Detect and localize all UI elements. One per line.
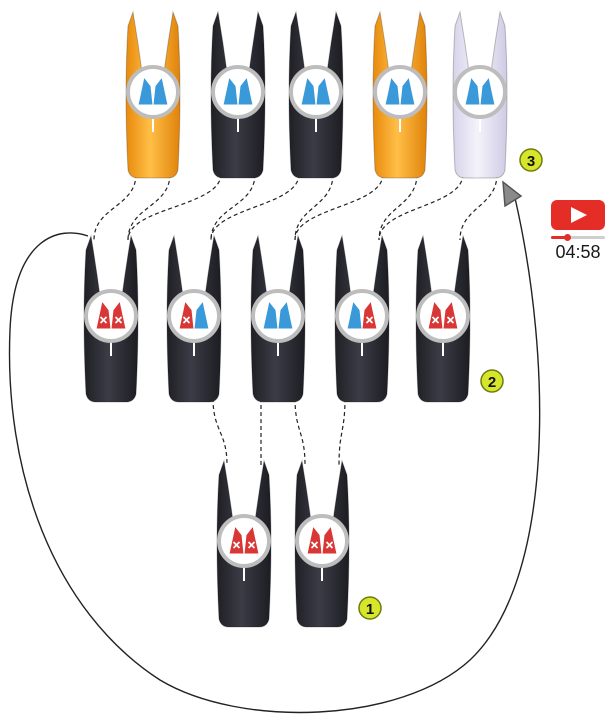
bad-right-half-icon [243, 524, 260, 555]
pin-row2-5 [415, 234, 471, 403]
connection-lines [93, 173, 498, 466]
pin-row2-2 [166, 234, 222, 403]
step-badge-2: 2 [480, 369, 504, 393]
pin-row1-2-status-badge [211, 65, 265, 119]
good-right-half-icon [237, 75, 254, 106]
pin-row1-4 [372, 10, 428, 179]
step-badge-1-label: 1 [366, 601, 374, 618]
pin-row1-4-status-badge [373, 65, 427, 119]
pin-row3-1-status-badge [217, 514, 271, 568]
pin-row2-3 [250, 234, 306, 403]
video-progress-knob[interactable] [564, 234, 572, 241]
good-left-half-icon [384, 75, 401, 106]
pin-row1-5 [452, 10, 508, 179]
pin-row1-1-status-badge [126, 65, 180, 119]
bad-left-half-icon [306, 524, 323, 555]
good-right-half-icon [399, 75, 416, 106]
pin-row1-3-status-badge [289, 65, 343, 119]
video-progress-bar[interactable] [551, 234, 605, 241]
good-left-half-icon [346, 299, 363, 330]
pin-row2-4 [334, 234, 390, 403]
good-left-half-icon [222, 75, 239, 106]
pin-row1-2 [210, 10, 266, 179]
play-button[interactable] [551, 200, 605, 230]
good-left-half-icon [300, 75, 317, 106]
play-icon [571, 207, 587, 223]
good-right-half-icon [479, 75, 496, 106]
step-badge-3: 3 [519, 148, 543, 172]
step-badge-2-label: 2 [488, 374, 496, 391]
bad-left-half-icon [95, 299, 112, 330]
bad-right-half-icon [110, 299, 127, 330]
pin-row2-1-status-badge [84, 289, 138, 343]
bad-right-half-icon [321, 524, 338, 555]
bad-left-half-icon [178, 299, 195, 330]
pin-row2-1 [83, 234, 139, 403]
return-arrow-path [8, 197, 541, 714]
good-right-half-icon [315, 75, 332, 106]
pin-row1-5-status-badge [453, 65, 507, 119]
pin-row1-3 [288, 10, 344, 179]
good-left-half-icon [262, 299, 279, 330]
bad-right-half-icon [442, 299, 459, 330]
video-progress-fill [551, 236, 568, 239]
pin-row3-2 [294, 459, 350, 628]
bad-left-half-icon [228, 524, 245, 555]
good-right-half-icon [193, 299, 210, 330]
bad-left-half-icon [427, 299, 444, 330]
good-left-half-icon [137, 75, 154, 106]
step-badge-1: 1 [358, 596, 382, 620]
good-right-half-icon [152, 75, 169, 106]
pin-row2-3-status-badge [251, 289, 305, 343]
arrow-head-icon [502, 180, 523, 208]
step-badge-3-label: 3 [527, 153, 535, 170]
video-badge[interactable]: 04:58 [549, 200, 607, 264]
pin-row1-1 [125, 10, 181, 179]
good-right-half-icon [277, 299, 294, 330]
pin-row2-4-status-badge [335, 289, 389, 343]
video-time: 04:58 [555, 242, 601, 262]
pin-row2-5-status-badge [416, 289, 470, 343]
bad-right-half-icon [361, 299, 378, 330]
pin-row3-1 [216, 459, 272, 628]
good-left-half-icon [464, 75, 481, 106]
pin-row2-2-status-badge [167, 289, 221, 343]
pin-row3-2-status-badge [295, 514, 349, 568]
